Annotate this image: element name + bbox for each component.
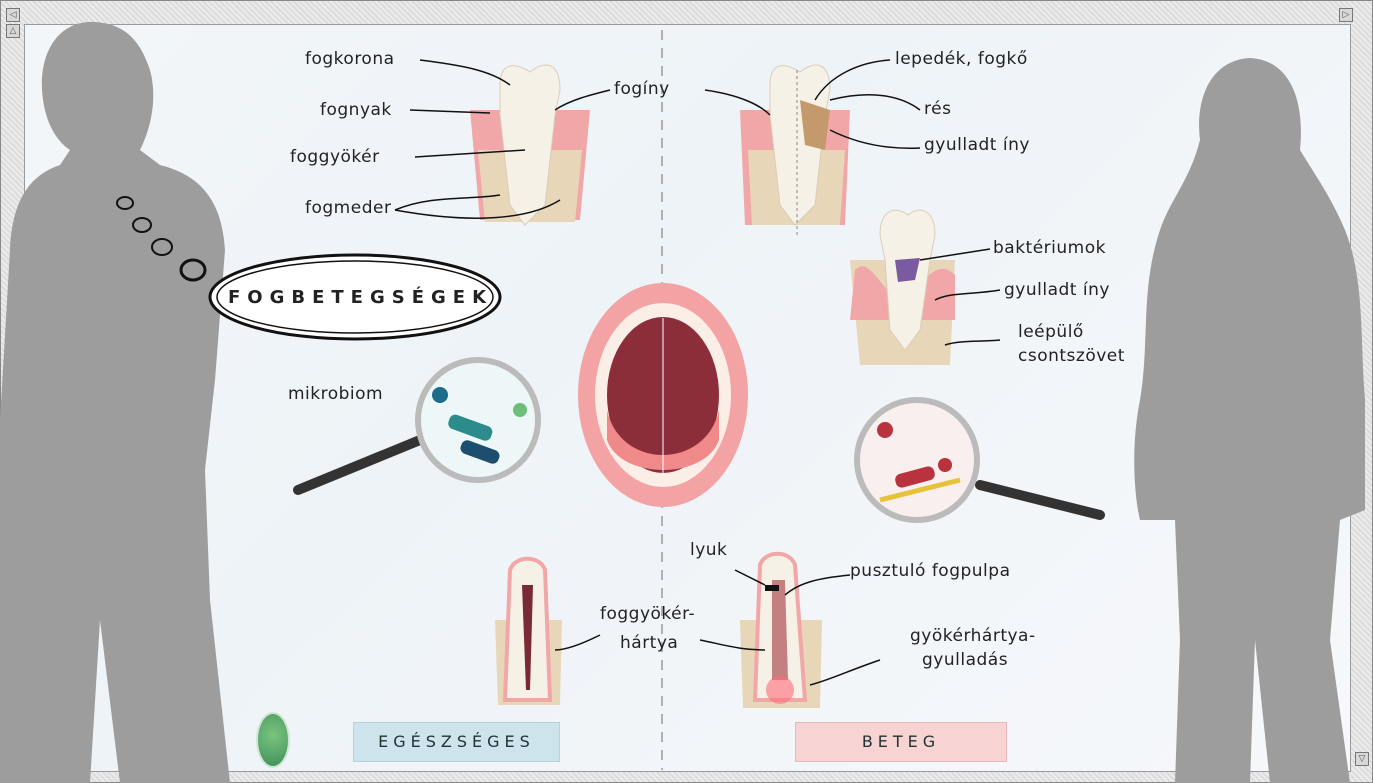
periodontitis-tooth-icon — [850, 210, 955, 365]
sick-tag: BETEG — [795, 722, 1007, 762]
label-fognyak: fognyak — [320, 100, 392, 120]
label-pusztulo: pusztuló fogpulpa — [850, 561, 1011, 581]
female-silhouette-icon — [1134, 58, 1365, 783]
healthy-tooth-bottom-icon — [495, 559, 562, 705]
logo-icon — [256, 712, 290, 768]
label-gyulladas-1: gyökérhártya- — [910, 626, 1036, 646]
label-hartya-1: foggyökér- — [600, 604, 695, 624]
sick-tooth-top-icon — [740, 65, 850, 235]
healthy-tooth-icon — [470, 65, 590, 225]
label-gyulladt-iny-1: gyulladt íny — [924, 135, 1030, 155]
label-gyulladas-2: gyulladás — [922, 650, 1008, 670]
label-leepulo-1: leépülő — [1018, 322, 1084, 342]
open-mouth-icon — [578, 283, 748, 507]
label-foggyoker: foggyökér — [290, 147, 380, 167]
label-foginy: fogíny — [614, 79, 670, 99]
label-fogkorona: fogkorona — [305, 49, 395, 69]
healthy-tag: EGÉSZSÉGES — [353, 722, 560, 762]
sick-tooth-bottom-icon — [740, 554, 822, 708]
label-bakteriumok: baktériumok — [993, 238, 1106, 258]
male-silhouette-icon — [0, 22, 230, 783]
label-res: rés — [924, 99, 951, 119]
label-mikrobiom: mikrobiom — [288, 384, 383, 404]
label-lyuk: lyuk — [690, 540, 727, 560]
microbiome-magnifier-icon — [298, 360, 538, 490]
page-title: FOGBETEGSÉGEK — [228, 287, 493, 308]
label-gyulladt-iny-2: gyulladt íny — [1004, 280, 1110, 300]
label-fogmeder: fogmeder — [305, 198, 391, 218]
label-leepulo-2: csontszövet — [1018, 346, 1125, 366]
pathogen-magnifier-icon — [857, 400, 1100, 520]
label-hartya-2: hártya — [620, 633, 678, 653]
label-lepedek: lepedék, fogkő — [895, 49, 1028, 69]
